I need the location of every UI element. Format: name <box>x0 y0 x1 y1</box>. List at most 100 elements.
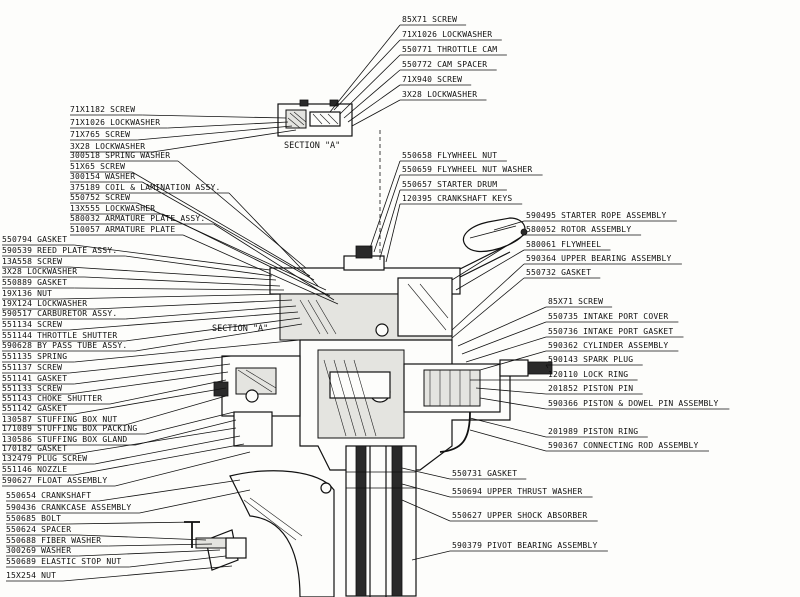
leader-left-42 <box>129 555 227 568</box>
callout-left-label: 590628 BY PASS TUBE ASSY. <box>2 341 127 350</box>
leader-right-17 <box>465 336 547 363</box>
leader-right-27 <box>401 499 451 522</box>
leader-left-43 <box>62 565 233 582</box>
leader-left-11 <box>182 234 339 305</box>
callout-left-17: 19X136 NUT <box>2 289 59 300</box>
callout-right-label: 550659 FLYWHEEL NUT WASHER <box>402 165 532 174</box>
callout-left-label: 51X65 SCREW <box>70 162 125 171</box>
leader-left-25 <box>74 363 231 385</box>
callout-right-11: 580052 ROTOR ASSEMBLY <box>524 225 642 236</box>
leader-left-33 <box>94 435 241 465</box>
leader-left-2 <box>137 125 293 141</box>
callout-left-label: 551133 SCREW <box>2 384 62 393</box>
callout-left-0: 71X1182 SCREW <box>70 105 143 116</box>
callout-left-25: 551141 GASKET <box>2 374 75 385</box>
leader-right-6 <box>369 160 401 249</box>
clamp-bracket <box>184 470 335 597</box>
callout-right-label: 550731 GASKET <box>452 469 517 478</box>
callout-left-39: 550624 SPACER <box>6 525 79 536</box>
callout-left-label: 19X124 LOCKWASHER <box>2 299 87 308</box>
callout-left-20: 551134 SCREW <box>2 320 70 331</box>
callout-left-41: 300269 WASHER <box>6 546 79 557</box>
callout-right-label: 550694 UPPER THRUST WASHER <box>452 487 582 496</box>
carburetor <box>213 355 301 447</box>
callout-right-label: 71X940 SCREW <box>402 75 462 84</box>
callout-left-label: 300154 WASHER <box>70 172 135 181</box>
leader-right-19 <box>545 364 549 369</box>
callout-left-label: 590627 FLOAT ASSEMBLY <box>2 476 107 485</box>
callout-left-label: 130587 STUFFING BOX NUT <box>2 415 117 424</box>
flywheel <box>269 245 461 341</box>
callout-right-23: 201989 PISTON RING <box>546 427 648 438</box>
callout-right-21: 201852 PISTON PIN <box>546 384 643 395</box>
callout-left-label: 551146 NOZZLE <box>2 465 67 474</box>
leader-left-31 <box>135 419 237 446</box>
callout-left-label: 550654 CRANKSHAFT <box>6 491 91 500</box>
callout-left-label: 15X254 NUT <box>6 571 56 580</box>
leader-left-32 <box>74 427 237 455</box>
callout-right-label: 3X28 LOCKWASHER <box>402 90 477 99</box>
callout-left-40: 550688 FIBER WASHER <box>6 536 109 547</box>
callout-left-label: 551134 SCREW <box>2 320 62 329</box>
drive-shaft-housing <box>345 445 417 597</box>
callout-left-29: 130587 STUFFING BOX NUT <box>2 415 126 426</box>
callout-right-label: 550732 GASKET <box>526 268 591 277</box>
leader-left-35 <box>115 451 251 487</box>
callout-right-10: 590495 STARTER ROPE ASSEMBLY <box>524 211 677 222</box>
callout-left-label: 550624 SPACER <box>6 525 71 534</box>
callout-left-31: 130586 STUFFING BOX GLAND <box>2 435 136 446</box>
callout-right-label: 590366 PISTON & DOWEL PIN ASSEMBLY <box>548 399 719 408</box>
callout-left-label: 171089 STUFFING BOX PACKING <box>2 424 137 433</box>
leader-left-9 <box>162 213 331 297</box>
callout-left-1: 71X1026 LOCKWASHER <box>70 118 168 129</box>
leader-left-20 <box>69 311 299 331</box>
callout-right-4: 71X940 SCREW <box>400 75 472 86</box>
engine-cross-section <box>184 99 553 597</box>
callout-right-label: 550771 THROTTLE CAM <box>402 45 497 54</box>
callout-left-label: 551141 GASKET <box>2 374 67 383</box>
callout-left-label: 300518 SPRING WASHER <box>70 151 170 160</box>
callout-left-8: 550752 SCREW <box>70 193 138 204</box>
callout-right-label: 120395 CRANKSHAFT KEYS <box>402 194 512 203</box>
callout-left-label: 551143 CHOKE SHUTTER <box>2 394 102 403</box>
leader-right-16 <box>461 321 547 355</box>
leader-right-25 <box>401 467 451 480</box>
callout-right-label: 550658 FLYWHEEL NUT <box>402 151 497 160</box>
leader-left-16 <box>74 287 285 291</box>
callout-right-5: 3X28 LOCKWASHER <box>400 90 487 101</box>
callout-left-33: 132479 PLUG SCREW <box>2 454 95 465</box>
callout-left-6: 300154 WASHER <box>70 172 143 183</box>
leader-left-14 <box>69 266 277 281</box>
section-a-inset <box>277 99 353 137</box>
leader-right-24 <box>469 429 547 452</box>
callout-left-30: 171089 STUFFING BOX PACKING <box>2 424 146 435</box>
leader-left-41 <box>78 549 221 557</box>
leader-right-5 <box>351 99 401 127</box>
callout-left-35: 590627 FLOAT ASSEMBLY <box>2 476 116 487</box>
callout-left-27: 551143 CHOKE SHUTTER <box>2 394 110 405</box>
leader-left-39 <box>78 534 207 541</box>
callout-right-13: 590364 UPPER BEARING ASSEMBLY <box>524 254 682 265</box>
callout-right-label: 590364 UPPER BEARING ASSEMBLY <box>526 254 671 263</box>
callout-left-label: 13X555 LOCKWASHER <box>70 204 155 213</box>
leader-right-23 <box>469 417 547 438</box>
leader-left-40 <box>108 543 213 547</box>
callout-left-28: 551142 GASKET <box>2 404 75 415</box>
callout-right-27: 550627 UPPER SHOCK ABSORBER <box>450 511 598 522</box>
callout-left-label: 130586 STUFFING BOX GLAND <box>2 435 127 444</box>
callout-right-3: 550772 CAM SPACER <box>400 60 497 71</box>
section-a-label-mid: SECTION "A" <box>212 324 268 334</box>
leader-right-10 <box>493 220 525 231</box>
leader-lines <box>58 24 549 582</box>
callout-right-label: 550772 CAM SPACER <box>402 60 487 69</box>
callout-left-label: 551137 SCREW <box>2 363 62 372</box>
leader-left-37 <box>139 489 251 514</box>
leader-left-10 <box>213 223 335 301</box>
callout-left-18: 19X124 LOCKWASHER <box>2 299 95 310</box>
callout-left-43: 15X254 NUT <box>6 571 63 582</box>
callout-right-0: 85X71 SCREW <box>400 15 467 26</box>
leader-left-34 <box>74 443 245 476</box>
leader-right-8 <box>379 189 401 259</box>
callout-left-4: 300518 SPRING WASHER <box>70 151 178 162</box>
callout-right-1: 71X1026 LOCKWASHER <box>400 30 502 41</box>
